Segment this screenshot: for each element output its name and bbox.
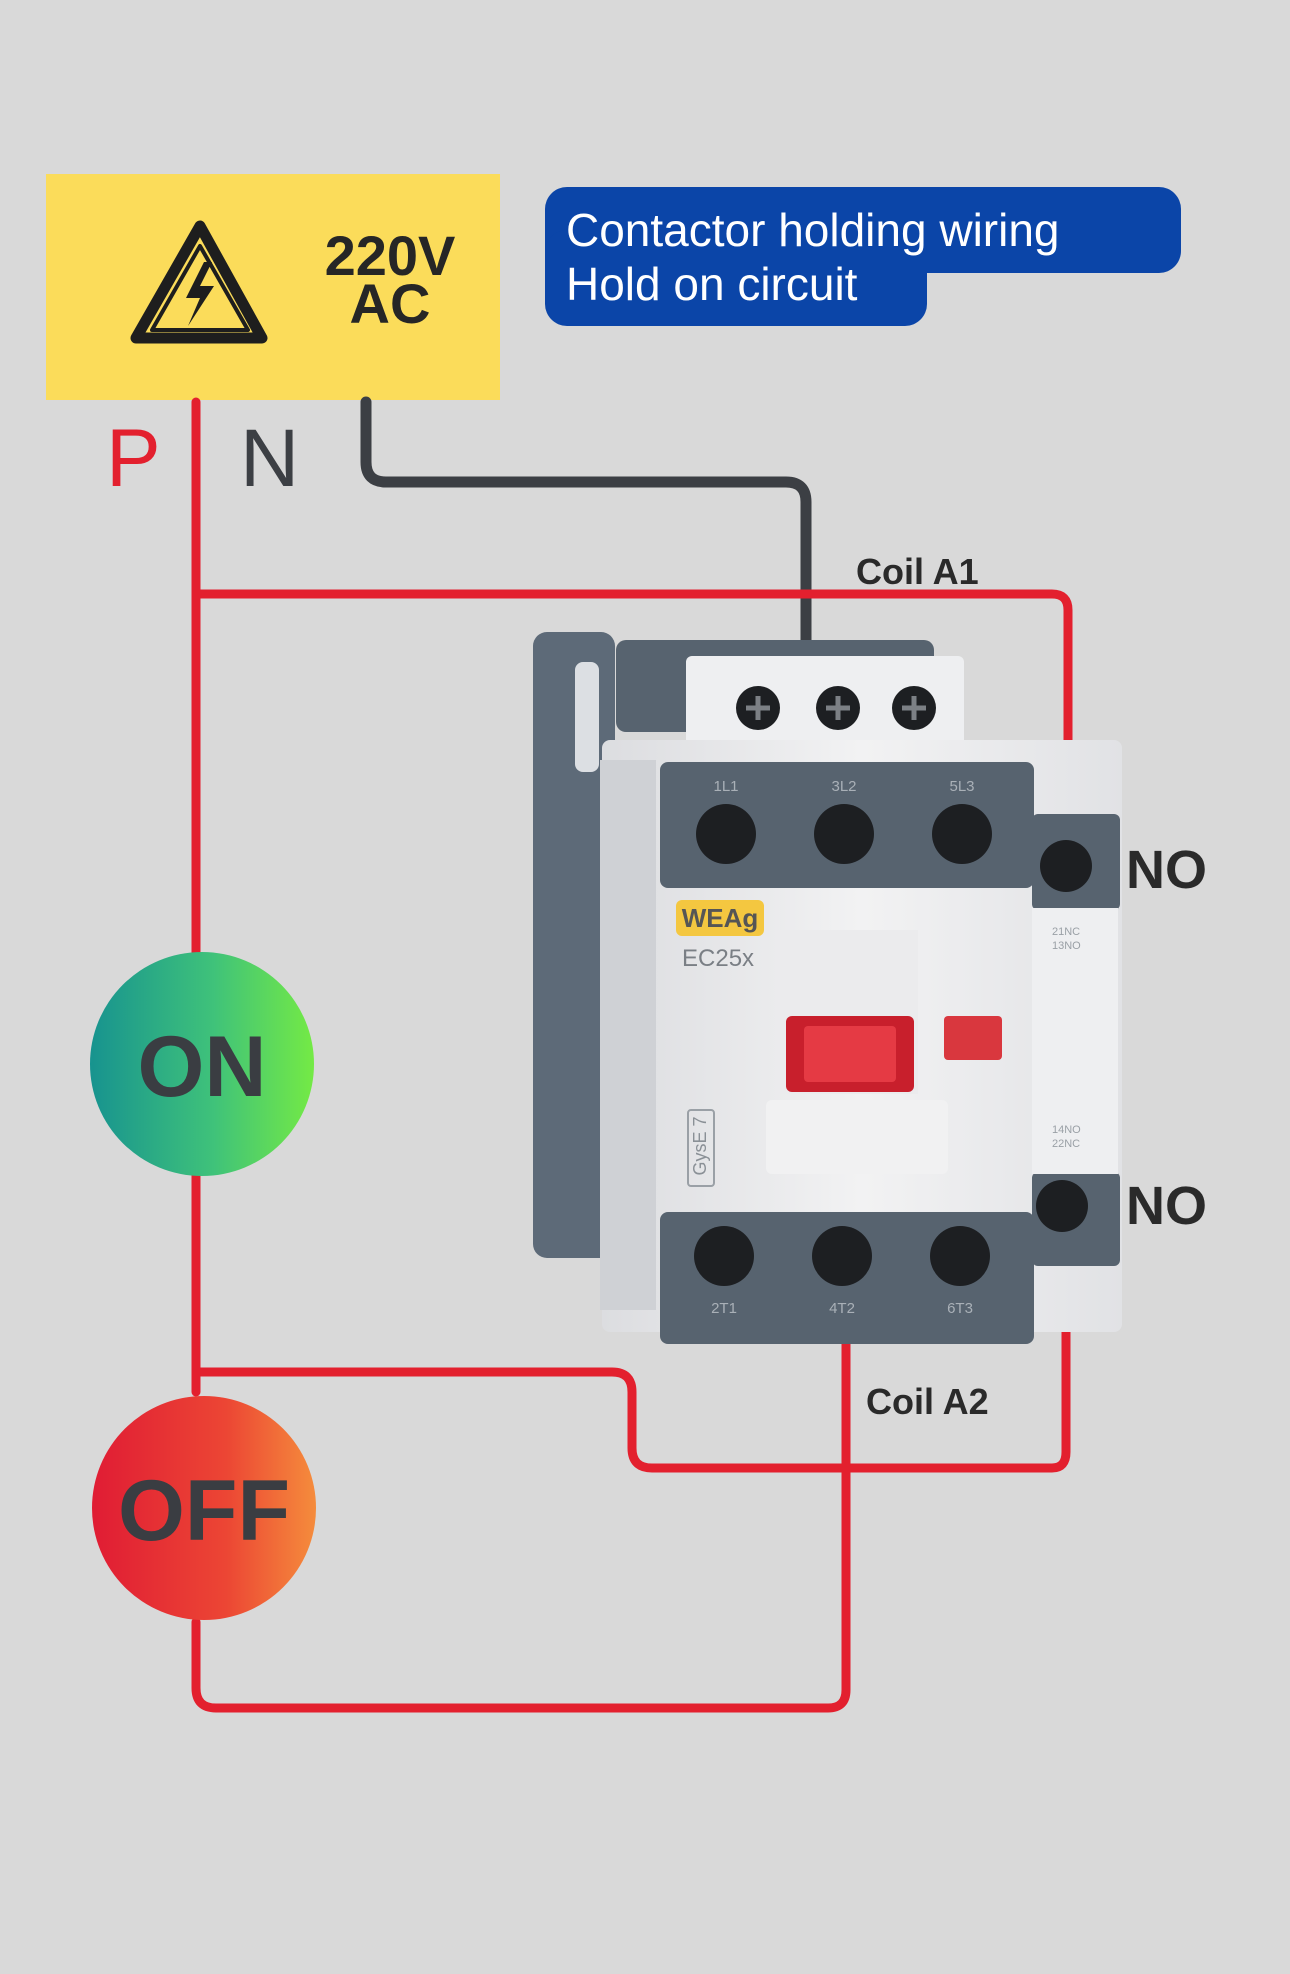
- title-banner-bottom: [545, 230, 927, 326]
- aux-bottom-nc: 22NC: [1052, 1138, 1081, 1150]
- title-line-1: Contactor holding wiring: [566, 204, 1060, 256]
- contactor: [533, 632, 1122, 1344]
- on-button: [90, 952, 314, 1176]
- model-label: EC25x: [682, 945, 755, 972]
- no-label-bottom: NO: [1126, 1176, 1207, 1236]
- brand-label: WEAg: [681, 903, 759, 933]
- top-screws: [736, 686, 936, 730]
- terminal-5l3: 5L3: [949, 778, 975, 795]
- indicator-window: [944, 1016, 1002, 1060]
- title-line-2: Hold on circuit: [566, 258, 858, 310]
- hold-wire-no-contact: [191, 1199, 1071, 1473]
- voltage-type: AC: [349, 272, 431, 335]
- terminal-2t1: 2T1: [711, 1300, 737, 1317]
- phase-label: P: [106, 413, 161, 504]
- neutral-label: N: [240, 413, 300, 504]
- brand-badge: [676, 900, 764, 936]
- coil-a2-wire: [191, 1317, 851, 1713]
- terminal-6t3: 6T3: [947, 1300, 973, 1317]
- coil-a1-label: Coil A1: [856, 551, 979, 592]
- terminal-1l1: 1L1: [713, 778, 739, 795]
- no-label-top: NO: [1126, 840, 1207, 900]
- terminal-screws: [694, 804, 1092, 1286]
- aux-top-nc: 21NC: [1052, 926, 1081, 938]
- off-button-label: OFF: [118, 1463, 290, 1559]
- on-button-label: ON: [137, 1019, 267, 1115]
- coil-a2-label: Coil A2: [866, 1381, 989, 1422]
- terminal-3l2: 3L2: [831, 778, 857, 795]
- off-button: [92, 1396, 316, 1620]
- series-label: GysE 7: [690, 1116, 710, 1176]
- phase-wire-coil-a1: [191, 589, 1073, 857]
- supply-box: [46, 174, 500, 400]
- neutral-wire: [360, 396, 812, 652]
- terminal-4t2: 4T2: [829, 1300, 855, 1317]
- aux-bottom-no: 14NO: [1052, 1124, 1081, 1136]
- voltage-label: 220V AC: [300, 224, 480, 335]
- aux-top-no: 13NO: [1052, 940, 1081, 952]
- high-voltage-warning-icon: [130, 220, 268, 344]
- voltage-value: 220V: [324, 224, 456, 287]
